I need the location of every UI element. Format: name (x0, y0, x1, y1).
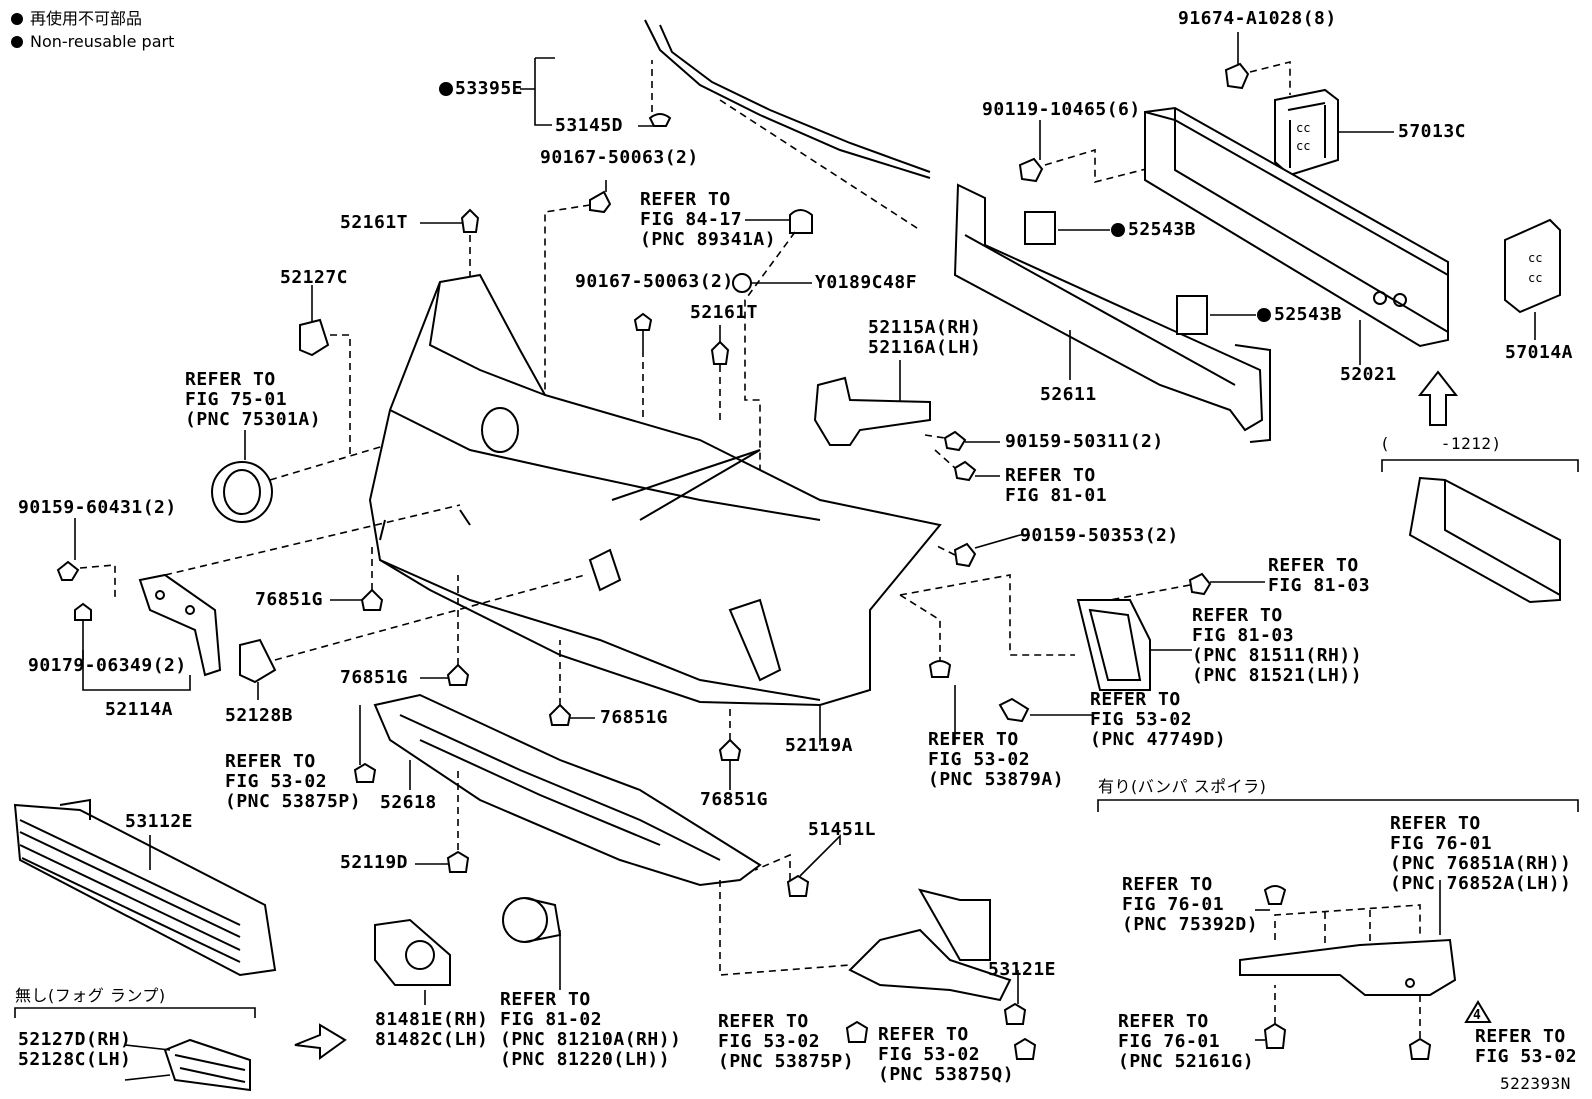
label-refer-53-02-b: REFER TO FIG 53-02 (PNC 53879A) (928, 729, 1065, 790)
label-76851G-1: 76851G (255, 589, 324, 610)
label-52543B-2: 52543B (1274, 304, 1343, 325)
warning-number: 4 (1473, 1008, 1482, 1023)
label-90159-50353: 90159-50353(2) (1020, 525, 1179, 546)
label-53395E: 53395E (455, 78, 524, 99)
svg-text:cc: cc (1528, 271, 1542, 285)
label-53112E: 53112E (125, 811, 194, 832)
label-52114A: 52114A (105, 699, 174, 720)
label-90119: 90119-10465(6) (982, 99, 1141, 120)
label-52161T-1: 52161T (340, 212, 409, 233)
label-refer-53-02-c: REFER TO FIG 53-02 (PNC 53875P) (225, 751, 362, 812)
grille-53112E (13, 798, 277, 977)
label-90179: 90179-06349(2) (28, 655, 187, 676)
fog-bezel-81481E (374, 918, 451, 986)
label-52115A: 52115A(RH) 52116A(LH) (868, 317, 982, 358)
support-52618 (373, 693, 762, 887)
bracket-57014A: cc cc (1504, 218, 1561, 314)
label-refer-81-01: REFER TO FIG 81-01 (1005, 465, 1108, 506)
legend-line-2: Non-reusable part (30, 32, 175, 51)
license-bracket-52114A (138, 573, 222, 677)
label-52127C: 52127C (280, 267, 349, 288)
label-refer-75-01: REFER TO FIG 75-01 (PNC 75301A) (185, 369, 322, 430)
label-90159-50311: 90159-50311(2) (1005, 431, 1164, 452)
label-51451L: 51451L (808, 819, 877, 840)
label-57014A: 57014A (1505, 342, 1574, 363)
label-52543B-1: 52543B (1128, 219, 1197, 240)
label-52127D: 52127D(RH) 52128C(LH) (18, 1029, 132, 1070)
label-76851G-2: 76851G (340, 667, 409, 688)
svg-text:cc: cc (1296, 121, 1310, 135)
absorber-52611 (953, 183, 1271, 443)
svg-text:cc: cc (1296, 139, 1310, 153)
bumper-cover-52119A (368, 273, 942, 707)
label-52611: 52611 (1040, 384, 1097, 405)
label-refer-53-02-f: REFER TO FIG 53-02 (1475, 1026, 1578, 1067)
label-spoiler: 有り(バンパ スポイラ) (1098, 777, 1267, 796)
label-refer-76-01-a: REFER TO FIG 76-01 (PNC 76851A(RH)) (PNC… (1390, 813, 1572, 894)
svg-text:cc: cc (1528, 251, 1542, 265)
pad-52543B-1 (1024, 211, 1056, 245)
label-52128B: 52128B (225, 705, 294, 726)
label-52021: 52021 (1340, 364, 1397, 385)
legend-dot-1 (11, 13, 23, 25)
label-Y0189C48F: Y0189C48F (815, 272, 918, 293)
label-refer-81-02: REFER TO FIG 81-02 (PNC 81210A(RH)) (PNC… (500, 989, 682, 1070)
label-76851G-4: 76851G (700, 789, 769, 810)
label-refer-76-01-c: REFER TO FIG 76-01 (PNC 52161G) (1118, 1011, 1255, 1072)
label-81481E: 81481E(RH) 81482C(LH) (375, 1009, 489, 1050)
pad-52543B-2 (1176, 295, 1208, 335)
label-range: ( -1212) (1380, 434, 1502, 453)
label-52618: 52618 (380, 792, 437, 813)
illustration-code: 522393N (1500, 1074, 1571, 1093)
legend-dot-2 (11, 36, 23, 48)
reinforcement-52021 (1144, 106, 1449, 348)
label-52161T-2: 52161T (690, 302, 759, 323)
label-90167-2: 90167-50063(2) (575, 271, 734, 292)
legend-line-1: 再使用不可部品 (30, 9, 143, 28)
spoiler (1239, 938, 1457, 996)
label-76851G-3: 76851G (600, 707, 669, 728)
label-91674: 91674-A1028(8) (1178, 8, 1337, 29)
label-refer-76-01-b: REFER TO FIG 76-01 (PNC 75392D) (1122, 874, 1259, 935)
molding-53395E (644, 19, 931, 179)
label-90159-60431: 90159-60431(2) (18, 497, 177, 518)
emblem (211, 461, 273, 523)
label-90167-1: 90167-50063(2) (540, 147, 699, 168)
label-52119A: 52119A (785, 735, 854, 756)
label-refer-53-02-e: REFER TO FIG 53-02 (PNC 53875Q) (878, 1024, 1015, 1085)
label-refer-53-02-d: REFER TO FIG 53-02 (PNC 53875P) (718, 1011, 855, 1072)
bracket-57013C: cc cc (1274, 88, 1339, 177)
label-refer-81-03-b: REFER TO FIG 81-03 (PNC 81511(RH)) (PNC … (1192, 605, 1363, 686)
label-refer-84-17: REFER TO FIG 84-17 (PNC 89341A) (640, 189, 777, 250)
label-52119D: 52119D (340, 852, 409, 873)
label-53121E: 53121E (988, 959, 1057, 980)
label-no-fog: 無し(フォグ ランプ) (15, 986, 166, 1005)
reinforcement-inset (1408, 476, 1561, 604)
label-57013C: 57013C (1398, 121, 1467, 142)
label-refer-53-02-a: REFER TO FIG 53-02 (PNC 47749D) (1090, 689, 1227, 750)
label-53145D: 53145D (555, 115, 624, 136)
fog-lamp (502, 897, 562, 943)
splash-53121E (848, 888, 1012, 1002)
label-refer-81-03-a: REFER TO FIG 81-03 (1268, 555, 1371, 596)
